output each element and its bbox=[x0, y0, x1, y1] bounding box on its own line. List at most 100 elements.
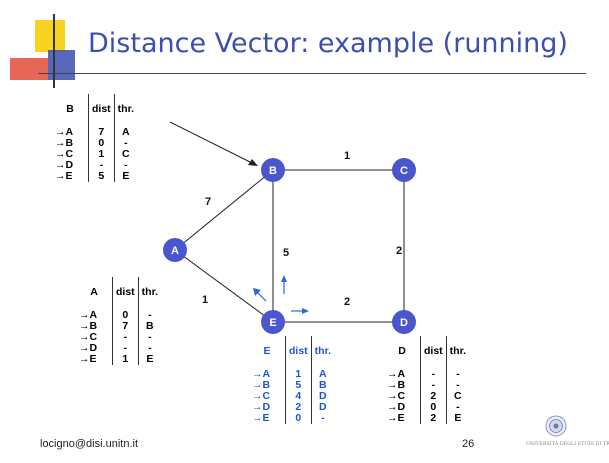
table-cell-dist: - bbox=[88, 160, 115, 171]
table-cell-thr: - bbox=[137, 332, 162, 343]
table-cell-dist: 5 bbox=[88, 171, 115, 182]
table-header-thr: thr. bbox=[137, 277, 162, 307]
table-header-dist: dist bbox=[88, 94, 115, 124]
table-cell-thr: - bbox=[137, 307, 162, 321]
table-cell-thr: C bbox=[113, 149, 138, 160]
table-cell-dist: - bbox=[420, 380, 447, 391]
deco-red-square bbox=[10, 58, 48, 80]
table-header-dist: dist bbox=[285, 336, 312, 366]
table-cell-dist: 0 bbox=[285, 413, 312, 424]
table-cell-thr: E bbox=[137, 354, 162, 365]
table-cell-dest: →C bbox=[79, 331, 98, 343]
table-cell-dest: →E bbox=[79, 353, 97, 365]
table-cell-dist: 0 bbox=[420, 402, 447, 413]
node-c bbox=[392, 158, 416, 182]
node-d bbox=[392, 310, 416, 334]
table-cell-dest: →D bbox=[252, 401, 271, 413]
table-cell-thr: A bbox=[113, 124, 138, 138]
table-cell-dist: 2 bbox=[420, 391, 447, 402]
table-cell-dist: 7 bbox=[112, 321, 139, 332]
deco-yellow-square bbox=[35, 20, 65, 52]
table-cell-dest: →B bbox=[79, 320, 98, 332]
table-cell-dist: - bbox=[112, 332, 139, 343]
table-cell-dest: →E bbox=[252, 412, 270, 424]
page-title: Distance Vector: example (running) bbox=[88, 28, 568, 59]
table-cell-thr: - bbox=[445, 380, 470, 391]
table-header-thr: thr. bbox=[445, 336, 470, 366]
table-cell-dist: - bbox=[420, 366, 447, 380]
table-cell-dist: 1 bbox=[112, 354, 139, 365]
table-cell-dest: →A bbox=[55, 126, 74, 138]
table-header-node: E bbox=[263, 345, 271, 357]
university-name: UNIVERSITÀ DEGLI STUDI DI TRENT bbox=[526, 442, 609, 447]
table-header: D dist thr. bbox=[384, 336, 470, 366]
table-header: E dist thr. bbox=[249, 336, 335, 366]
table-cell-dest: →E bbox=[387, 412, 405, 424]
table-cell-dest: →C bbox=[55, 148, 74, 160]
node-b-label: B bbox=[269, 165, 277, 177]
node-b bbox=[261, 158, 285, 182]
table-header-thr: thr. bbox=[310, 336, 335, 366]
table-cell-thr: B bbox=[310, 380, 335, 391]
table-cell-thr: A bbox=[310, 366, 335, 380]
link-a-b bbox=[174, 169, 274, 251]
table-cell-dest: →A bbox=[387, 368, 406, 380]
table-cell-thr: - bbox=[445, 402, 470, 413]
cost-label-b-e: 5 bbox=[283, 247, 289, 259]
table-cell-dist: 0 bbox=[88, 138, 115, 149]
update-arrow-up-head bbox=[281, 275, 287, 282]
table-header: B dist thr. bbox=[52, 94, 138, 124]
table-row: →D-- bbox=[76, 342, 162, 354]
table-cell-thr: B bbox=[137, 321, 162, 332]
table-cell-dest: →D bbox=[387, 401, 406, 413]
table-cell-dest: →C bbox=[252, 390, 271, 402]
table-cell-dist: 7 bbox=[88, 124, 115, 138]
table-cell-thr: D bbox=[310, 391, 335, 402]
table-cell-thr: - bbox=[113, 160, 138, 171]
table-row: →A-- bbox=[384, 366, 470, 380]
table-cell-dist: 4 bbox=[285, 391, 312, 402]
table-cell-dest: →A bbox=[252, 368, 271, 380]
footer-email: locigno@disi.unitn.it bbox=[40, 438, 138, 450]
node-d-label: D bbox=[400, 317, 408, 329]
table-cell-dest: →B bbox=[55, 137, 74, 149]
table-cell-dist: 1 bbox=[285, 366, 312, 380]
table-cell-dest: →D bbox=[55, 159, 74, 171]
deco-vertical-line bbox=[53, 14, 55, 88]
table-cell-thr: - bbox=[113, 138, 138, 149]
table-cell-thr: E bbox=[445, 413, 470, 424]
table-header-node: B bbox=[66, 103, 74, 115]
table-cell-dest: →C bbox=[387, 390, 406, 402]
table-header-thr: thr. bbox=[113, 94, 138, 124]
node-e-label: E bbox=[269, 317, 276, 329]
table-cell-dest: →B bbox=[252, 379, 271, 391]
cost-label-b-c: 1 bbox=[344, 150, 350, 162]
cost-label-c-d: 2 bbox=[396, 245, 402, 257]
table-cell-dist: 1 bbox=[88, 149, 115, 160]
table-cell-thr: C bbox=[445, 391, 470, 402]
table-row: →C -- bbox=[76, 331, 162, 343]
table-header-node: A bbox=[90, 286, 98, 298]
table-cell-thr: D bbox=[310, 402, 335, 413]
node-e bbox=[261, 310, 285, 334]
link-a-e bbox=[174, 249, 274, 323]
update-arrow-right-head bbox=[302, 308, 309, 314]
table-cell-dest: →D bbox=[79, 342, 98, 354]
pointer-arrow-line bbox=[169, 121, 253, 164]
pointer-arrow-head bbox=[248, 159, 258, 166]
table-row: →D -- bbox=[52, 159, 138, 171]
node-a bbox=[163, 238, 187, 262]
title-divider bbox=[38, 73, 586, 74]
page-number: 26 bbox=[462, 438, 475, 450]
